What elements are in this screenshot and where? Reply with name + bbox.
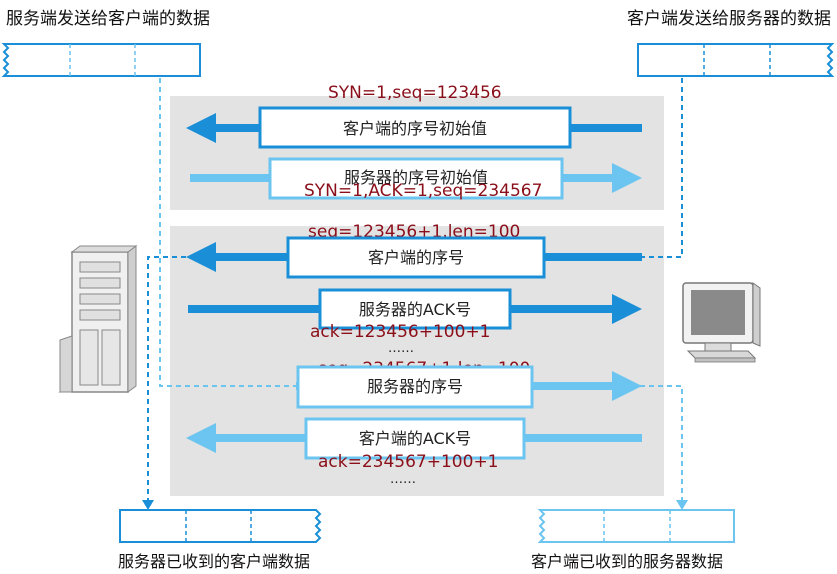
server-send-buffer — [1, 43, 201, 77]
synack-arrow — [190, 157, 642, 200]
server-isn-box-label: 服务器的序号初始值 — [344, 168, 488, 187]
client-receive-dashed-line — [640, 385, 683, 500]
client-receive-arrowhead — [676, 500, 688, 510]
client-computer-icon — [682, 282, 761, 363]
synack-label: SYN=1,ACK=1,seq=234567 — [304, 181, 542, 201]
client-isn-box-label: 客户端的序号初始值 — [343, 119, 487, 138]
server-tower-icon — [58, 245, 138, 393]
server-receive-arrowhead — [142, 500, 154, 510]
client-received-footer: 客户端已收到的服务器数据 — [531, 552, 723, 571]
client-send-buffer — [637, 43, 835, 77]
ack1-label: ack=123456+100+1 — [310, 322, 491, 342]
server-received-buffer — [119, 509, 322, 543]
server-receive-dashed-line — [147, 256, 186, 500]
server-seq-box-label: 服务器的序号 — [367, 377, 463, 396]
server-ack-arrow — [188, 288, 642, 330]
client-ack-arrow — [186, 417, 642, 460]
ellipsis-2: …… — [390, 472, 416, 487]
ellipsis-1: …… — [388, 341, 414, 356]
server-seq-arrow — [296, 365, 642, 409]
syn-label: SYN=1,seq=123456 — [328, 83, 502, 103]
server-send-header: 服务端发送给客户端的数据 — [6, 9, 210, 29]
client-seq-arrow — [186, 236, 642, 279]
client-received-buffer — [537, 509, 735, 543]
client-seq-box-label: 客户端的序号 — [368, 248, 464, 267]
syn-arrow — [186, 106, 642, 149]
client-ack-box-label: 客户端的ACK号 — [359, 429, 471, 448]
server-received-footer: 服务器已收到的客户端数据 — [118, 552, 310, 571]
ack2-label: ack=234567+100+1 — [318, 452, 499, 472]
server-send-dashed-line — [159, 78, 296, 387]
client-send-header: 客户端发送给服务器的数据 — [627, 9, 831, 29]
client-send-dashed-line — [640, 78, 683, 258]
server-ack-box-label: 服务器的ACK号 — [359, 300, 471, 319]
